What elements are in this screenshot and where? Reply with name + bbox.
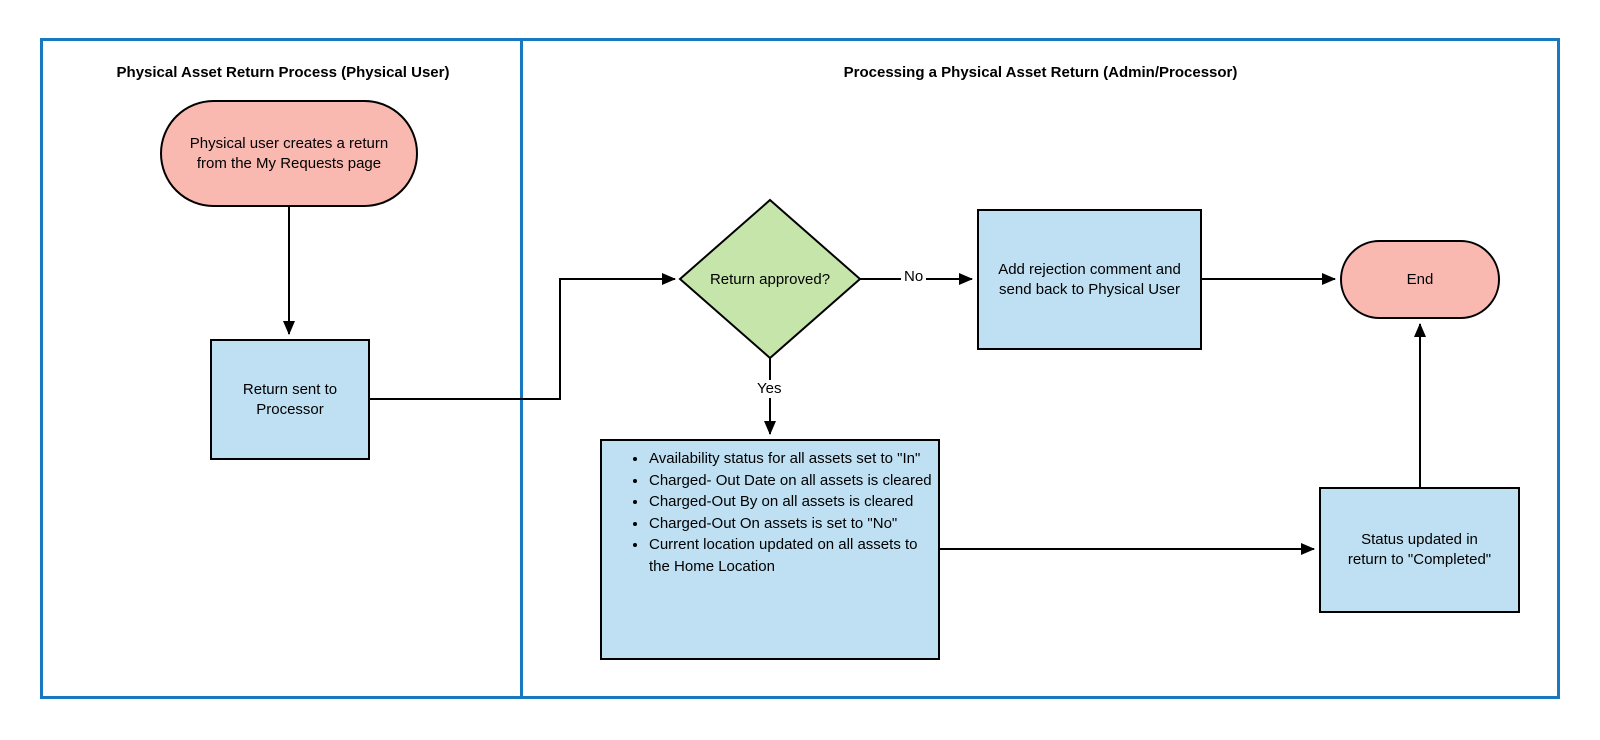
asset-update-item: Charged- Out Date on all assets is clear…: [648, 470, 934, 492]
lane-divider: [520, 41, 523, 696]
asset-update-item: Charged-Out On assets is set to "No": [648, 513, 934, 535]
lane-title-physical-user: Physical Asset Return Process (Physical …: [116, 64, 450, 81]
start-terminator-label: Physical user creates a return from the …: [189, 134, 389, 172]
lane-title-admin-processor: Processing a Physical Asset Return (Admi…: [843, 64, 1238, 81]
edge-label-yes: Yes: [754, 380, 785, 398]
process-return-sent-label: Return sent to Processor: [242, 380, 338, 418]
start-terminator: Physical user creates a return from the …: [160, 100, 418, 207]
process-return-sent: Return sent to Processor: [210, 339, 370, 460]
asset-update-item: Availability status for all assets set t…: [648, 448, 934, 470]
asset-update-item: Current location updated on all assets t…: [648, 534, 934, 577]
edge-label-no: No: [901, 268, 927, 286]
asset-update-item: Charged-Out By on all assets is cleared: [648, 491, 934, 513]
process-add-rejection-comment: Add rejection comment and send back to P…: [977, 209, 1202, 350]
end-terminator: End: [1340, 240, 1500, 319]
asset-update-list: Availability status for all assets set t…: [602, 448, 938, 577]
process-add-rejection-comment-label: Add rejection comment and send back to P…: [998, 260, 1181, 298]
decision-return-approved: Return approved?: [680, 200, 860, 358]
process-bulleted-asset-updates: Availability status for all assets set t…: [600, 439, 940, 660]
decision-return-approved-label: Return approved?: [709, 270, 831, 288]
process-status-updated: Status updated in return to "Completed": [1319, 487, 1520, 613]
process-status-updated-label: Status updated in return to "Completed": [1347, 531, 1492, 568]
end-terminator-label: End: [1406, 270, 1434, 288]
